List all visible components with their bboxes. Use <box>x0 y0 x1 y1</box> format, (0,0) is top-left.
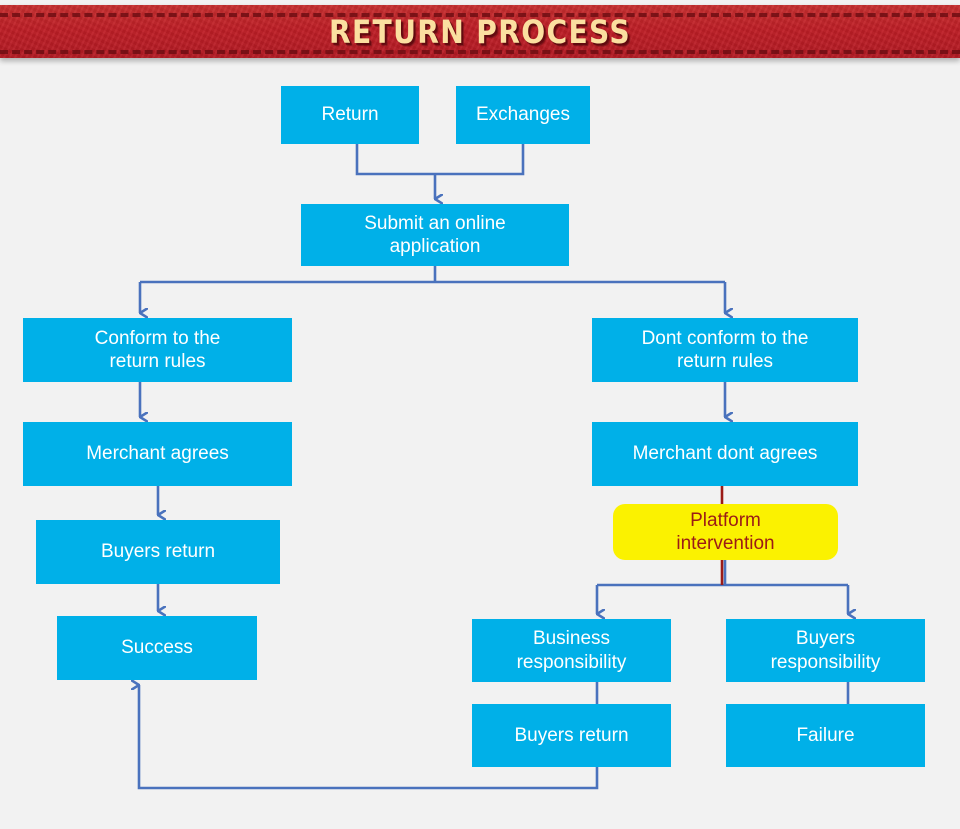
node-buyers-return-left[interactable]: Buyers return <box>36 520 280 584</box>
node-failure[interactable]: Failure <box>726 704 925 767</box>
banner-dashed-line-bottom <box>0 50 960 54</box>
node-return[interactable]: Return <box>281 86 419 144</box>
node-platform-intervention[interactable]: Platform intervention <box>613 504 838 560</box>
node-dont-conform-to-return-rules[interactable]: Dont conform to the return rules <box>592 318 858 382</box>
edge-feedback-loop-to-success <box>139 685 599 790</box>
node-merchant-agrees[interactable]: Merchant agrees <box>23 422 292 486</box>
edge-submit-split-bus <box>140 266 725 284</box>
page-title: RETURN PROCESS <box>328 12 631 51</box>
connector-layer <box>0 144 960 790</box>
node-merchant-dont-agrees[interactable]: Merchant dont agrees <box>592 422 858 486</box>
node-submit-online-application[interactable]: Submit an online application <box>301 204 569 266</box>
edge-platform-split-bus <box>597 560 848 587</box>
node-business-responsibility[interactable]: Business responsibility <box>472 619 671 682</box>
node-exchanges[interactable]: Exchanges <box>456 86 590 144</box>
node-buyers-return-right[interactable]: Buyers return <box>472 704 671 767</box>
node-success[interactable]: Success <box>57 616 257 680</box>
banner-dashed-line-top <box>0 13 960 17</box>
edge-return-to-submit <box>355 144 435 176</box>
flowchart-canvas: Return Exchanges Submit an online applic… <box>0 58 960 829</box>
node-buyers-responsibility[interactable]: Buyers responsibility <box>726 619 925 682</box>
header-banner: RETURN PROCESS <box>0 5 960 58</box>
edge-exchanges-to-submit <box>435 144 525 176</box>
node-conform-to-return-rules[interactable]: Conform to the return rules <box>23 318 292 382</box>
